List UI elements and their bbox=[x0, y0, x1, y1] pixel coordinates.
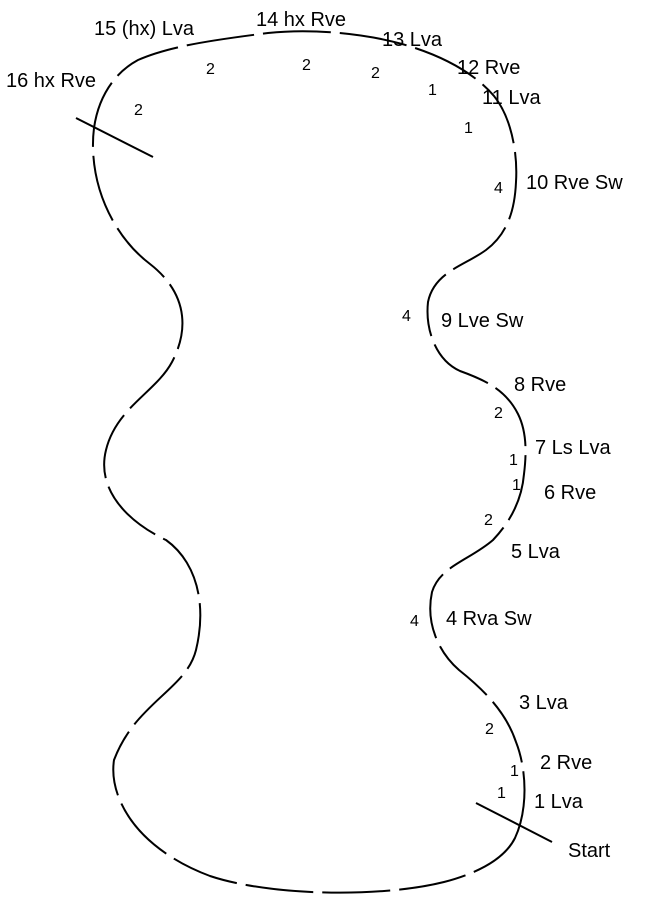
count-8: 2 bbox=[494, 405, 503, 422]
count-14: 2 bbox=[302, 57, 311, 74]
count-16: 2 bbox=[134, 102, 143, 119]
label-10-rve-sw: 10 Rve Sw bbox=[526, 172, 623, 194]
count-4: 4 bbox=[410, 613, 419, 630]
count-2: 1 bbox=[510, 763, 519, 780]
course-path bbox=[92, 30, 527, 894]
label-14-hx-rve: 14 hx Rve bbox=[256, 9, 346, 31]
count-6: 1 bbox=[512, 477, 521, 494]
count-10: 4 bbox=[494, 180, 503, 197]
start-label: Start bbox=[568, 840, 611, 862]
count-13: 2 bbox=[371, 65, 380, 82]
count-5: 2 bbox=[484, 512, 493, 529]
label-4-rva-sw: 4 Rva Sw bbox=[446, 608, 532, 630]
count-3: 2 bbox=[485, 721, 494, 738]
label-5-lva: 5 Lva bbox=[511, 541, 561, 563]
label-8-rve: 8 Rve bbox=[514, 374, 566, 396]
label-16-hx-rve: 16 hx Rve bbox=[6, 70, 96, 92]
label-12-rve: 12 Rve bbox=[457, 57, 520, 79]
label-3-lva: 3 Lva bbox=[519, 692, 569, 714]
count-9: 4 bbox=[402, 308, 411, 325]
finish-line bbox=[75, 117, 154, 158]
label-7-ls-lva: 7 Ls Lva bbox=[535, 437, 611, 459]
label-13-lva: 13 Lva bbox=[382, 29, 443, 51]
count-12: 1 bbox=[428, 82, 437, 99]
count-1: 1 bbox=[497, 785, 506, 802]
count-15: 2 bbox=[206, 61, 215, 78]
label-9-lve-sw: 9 Lve Sw bbox=[441, 310, 524, 332]
start-line bbox=[475, 802, 553, 843]
label-11-lva: 11 Lva bbox=[482, 87, 541, 109]
label-2-rve: 2 Rve bbox=[540, 752, 592, 774]
label-15-hx-lva: 15 (hx) Lva bbox=[94, 18, 195, 40]
count-11: 1 bbox=[464, 120, 473, 137]
count-7: 1 bbox=[509, 452, 518, 469]
label-1-lva: 1 Lva bbox=[534, 791, 584, 813]
label-6-rve: 6 Rve bbox=[544, 482, 596, 504]
